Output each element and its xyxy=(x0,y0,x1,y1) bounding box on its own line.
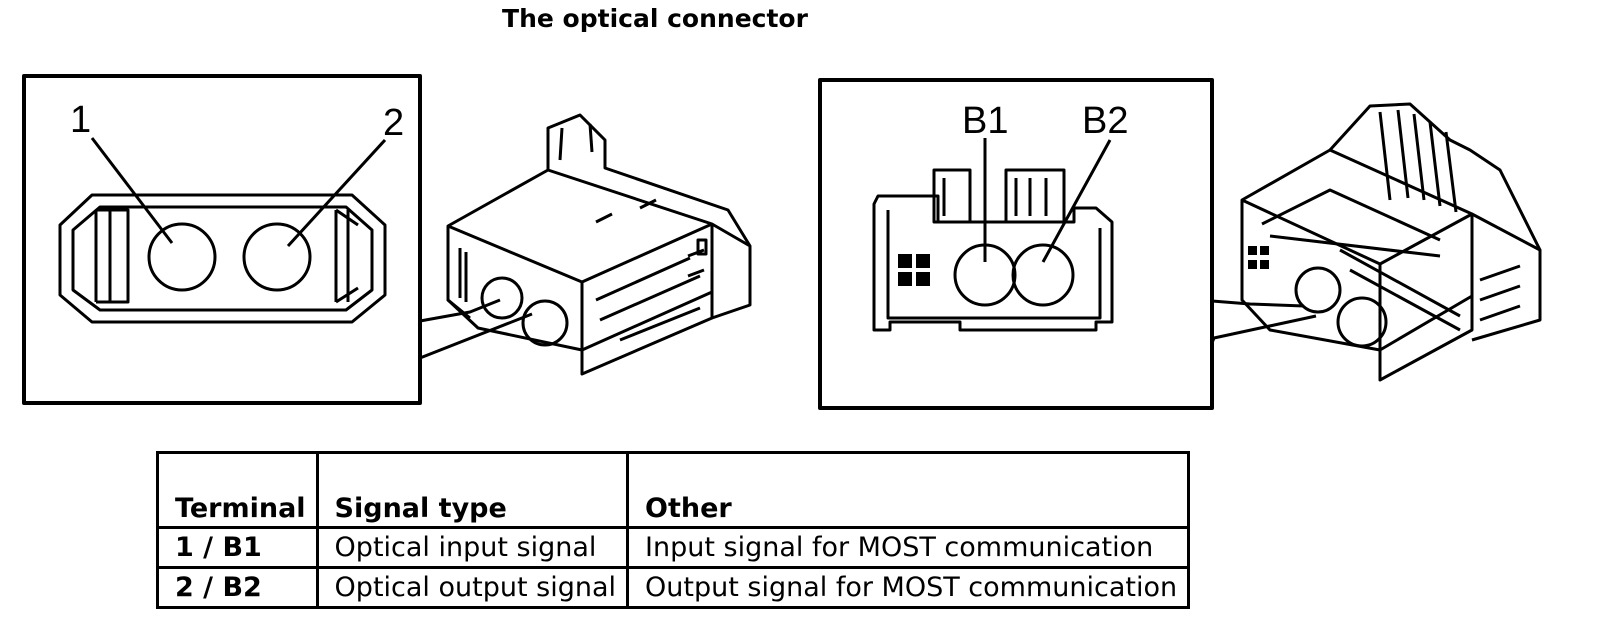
left-pin-1-hole xyxy=(147,222,217,292)
left-pin-1-label: 1 xyxy=(70,99,91,141)
right-connector-perspective xyxy=(1240,102,1542,382)
left-face-outer xyxy=(58,193,387,324)
right-pin-b2-label: B2 xyxy=(1082,100,1128,142)
right-pin-b2-hole xyxy=(1011,243,1075,307)
left-connector-perspective xyxy=(446,113,752,376)
table-header-row: Terminal Signal type Other xyxy=(156,451,1191,529)
right-connector xyxy=(818,78,1317,410)
left-pin-2-label: 2 xyxy=(383,102,404,144)
left-face-frame xyxy=(22,74,422,405)
row-terminal: 2 / B2 xyxy=(156,566,319,609)
row-signal-type: Optical output signal xyxy=(315,566,630,609)
row-other: Output signal for MOST communication xyxy=(626,566,1191,609)
row-signal-type: Optical input signal xyxy=(315,526,630,569)
table-row: 1 / B1 Optical input signal Input signal… xyxy=(156,526,1191,569)
left-pin-2-hole xyxy=(242,222,312,292)
table-row: 2 / B2 Optical output signal Output sign… xyxy=(156,566,1191,609)
terminal-table: Terminal Signal type Other 1 / B1 Optica… xyxy=(156,451,1191,609)
header-other: Other xyxy=(626,451,1191,529)
row-other: Input signal for MOST communication xyxy=(626,526,1191,569)
header-signal-type: Signal type xyxy=(315,451,630,529)
header-terminal: Terminal xyxy=(156,451,319,529)
page-title: The optical connector xyxy=(502,4,808,33)
row-terminal: 1 / B1 xyxy=(156,526,319,569)
left-connector xyxy=(22,74,533,405)
right-pin-b1-label: B1 xyxy=(962,100,1008,142)
right-face-frame xyxy=(818,78,1214,410)
